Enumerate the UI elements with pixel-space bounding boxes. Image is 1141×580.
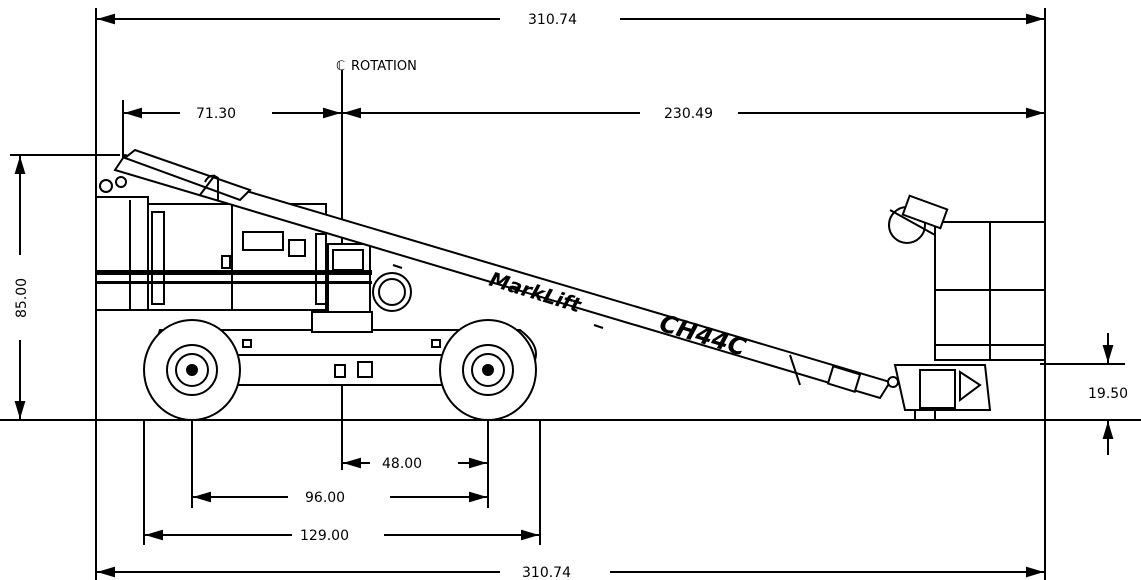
- dim-height-label: 85.00: [14, 278, 30, 318]
- dim-overall-top-label: 310.74: [528, 12, 577, 28]
- rotation-label: ROTATION: [351, 59, 417, 74]
- dim-platform-height-label: 19.50: [1088, 386, 1128, 402]
- counterweight: [95, 196, 149, 311]
- chassis-box-left: [334, 364, 346, 378]
- boom-model-label: CH44C: [656, 309, 749, 362]
- dim-overall-bottom: 310.74: [97, 565, 1044, 580]
- dim-overall-top: 310.74: [97, 12, 1044, 28]
- dim-rotation-to-axle-label: 48.00: [382, 456, 422, 472]
- dim-wheelbase-label: 96.00: [305, 490, 345, 506]
- boom-lift-machine: [95, 148, 1046, 421]
- body-stripe: [96, 270, 372, 284]
- dim-platform-height: 19.50: [1088, 333, 1128, 455]
- dim-overall-bottom-label: 310.74: [522, 565, 571, 580]
- dim-height: 85.00: [14, 156, 30, 419]
- centerline-symbol: ℂ: [336, 59, 345, 74]
- chassis-box-right: [357, 361, 373, 378]
- dim-wheelbase: 96.00: [193, 490, 487, 506]
- dim-tire-span-label: 129.00: [300, 528, 349, 544]
- dim-rotation-to-platform: 230.49: [343, 106, 1044, 122]
- turntable-base: [311, 311, 373, 333]
- front-wheel: [439, 319, 537, 421]
- dim-rear-to-rotation-label: 71.30: [196, 106, 236, 122]
- dim-rotation-to-axle: 48.00: [343, 456, 487, 472]
- dim-rotation-to-platform-label: 230.49: [664, 106, 713, 122]
- rear-wheel: [143, 319, 241, 421]
- boom-logo: MarkLift: [487, 267, 586, 318]
- dim-rear-to-rotation: 71.30: [124, 106, 341, 122]
- dim-tire-span: 129.00: [145, 528, 539, 544]
